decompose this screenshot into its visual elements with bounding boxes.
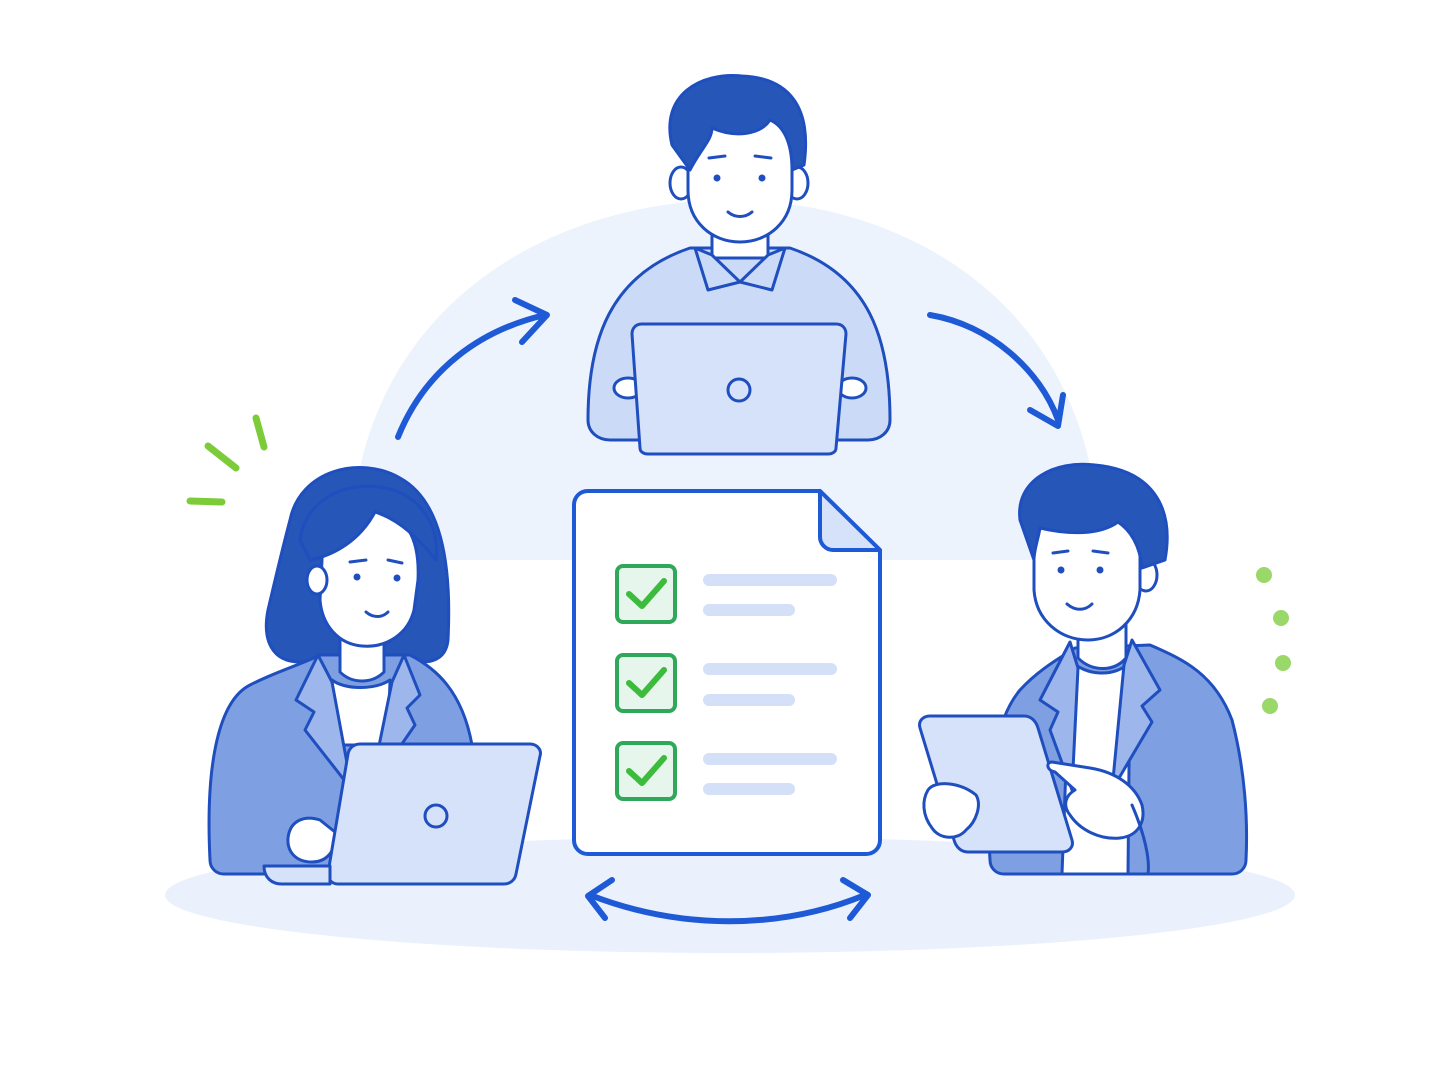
document-icon: [572, 489, 882, 856]
text-line: [703, 753, 837, 765]
text-line: [703, 663, 837, 675]
text-line: [703, 604, 795, 616]
person-right: [918, 462, 1249, 876]
checkbox-icon: [615, 653, 677, 713]
check-icon: [626, 667, 667, 698]
sparkle-lines-icon: [186, 414, 268, 506]
text-line: [703, 574, 837, 586]
checkbox-icon: [615, 564, 677, 624]
check-icon: [626, 578, 667, 609]
person-left: [207, 465, 542, 886]
arrow-bottom-double: [587, 892, 868, 925]
laptop-icon: [630, 322, 848, 456]
checklist-item: [615, 653, 837, 713]
checklist-item: [615, 564, 837, 624]
arrow-top-to-right: [927, 312, 1061, 423]
text-line: [703, 783, 795, 795]
check-icon: [626, 755, 667, 786]
checklist-item: [615, 741, 837, 801]
text-line: [703, 694, 795, 706]
arrow-cycle-icon: [395, 297, 1066, 925]
dots-icon: [1256, 567, 1291, 714]
person-top: [586, 74, 892, 456]
laptop-icon: [262, 742, 542, 886]
checkbox-icon: [615, 741, 677, 801]
checklist: [615, 564, 837, 801]
arrow-left-to-top: [395, 312, 548, 440]
